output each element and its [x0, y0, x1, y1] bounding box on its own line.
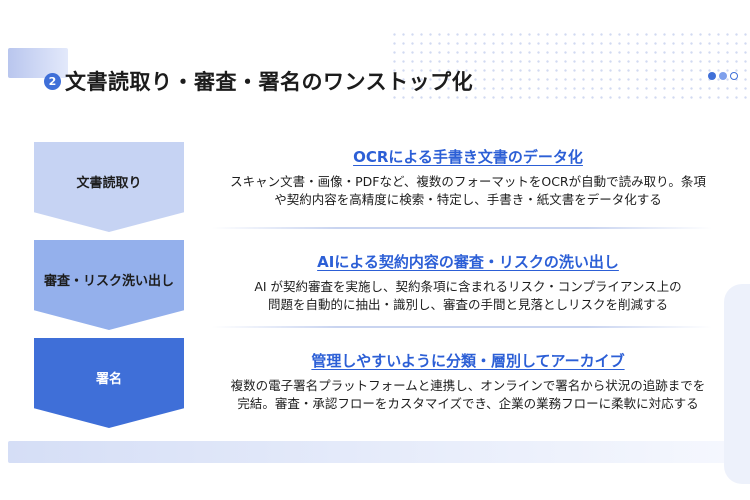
slide-title: 文書読取り・審査・署名のワンストップ化 [65, 70, 474, 94]
step-label: 審査・リスク洗い出し [43, 274, 174, 289]
step-chevron-signature: 署名 [34, 338, 184, 428]
indicator-dot-icon [708, 72, 716, 80]
step-label: 署名 [95, 372, 122, 387]
step-body: AI が契約審査を実施し、契約条項に含まれるリスク・コンプライアンス上の 問題を… [198, 278, 738, 314]
step-label: 文書読取り [76, 176, 142, 191]
step-body-line: 複数の電子署名プラットフォームと連携し、オンラインで署名から状況の追跡までを [230, 378, 706, 393]
step-chevron-review: 審査・リスク洗い出し [34, 240, 184, 330]
step-heading: OCRによる手書き文書のデータ化 [353, 148, 583, 166]
indicator-dot-outline-icon [730, 72, 738, 80]
divider [212, 326, 712, 328]
step-heading: 管理しやすいように分類・層別してアーカイブ [311, 352, 625, 370]
step-chevron-ocr: 文書読取り [34, 142, 184, 232]
corner-decoration [8, 48, 68, 78]
slide-title-row: 2 文書読取り・審査・署名のワンストップ化 [44, 66, 473, 96]
step-description-signature: 管理しやすいように分類・層別してアーカイブ 複数の電子署名プラットフォームと連携… [198, 350, 738, 413]
step-description-ocr: OCRによる手書き文書のデータ化 スキャン文書・画像・PDFなど、複数のフォーマ… [198, 146, 738, 209]
section-number-badge: 2 [44, 72, 61, 90]
step-body-line: 完結。審査・承認フローをカスタマイズでき、企業の業務フローに柔軟に対応する [237, 396, 699, 411]
indicator-dot-icon [719, 72, 727, 80]
step-body-line: スキャン文書・画像・PDFなど、複数のフォーマットをOCRが自動で読み取り。条項 [230, 174, 706, 189]
right-edge-decoration [724, 284, 750, 484]
divider [212, 227, 712, 229]
slide-indicator-dots [708, 72, 738, 80]
step-body-line: AI が契約審査を実施し、契約条項に含まれるリスク・コンプライアンス上の [254, 279, 682, 294]
dot-pattern-decoration [390, 30, 750, 100]
step-body: スキャン文書・画像・PDFなど、複数のフォーマットをOCRが自動で読み取り。条項… [198, 173, 738, 209]
step-description-review: AIによる契約内容の審査・リスクの洗い出し AI が契約審査を実施し、契約条項に… [198, 251, 738, 314]
bottom-decoration-bar [8, 441, 750, 463]
step-body: 複数の電子署名プラットフォームと連携し、オンラインで署名から状況の追跡までを 完… [198, 377, 738, 413]
step-body-line: 問題を自動的に抽出・識別し、審査の手間と見落としリスクを削減する [267, 297, 668, 312]
step-body-line: や契約内容を高精度に検索・特定し、手書き・紙文書をデータ化する [274, 192, 662, 207]
step-heading: AIによる契約内容の審査・リスクの洗い出し [317, 253, 619, 271]
